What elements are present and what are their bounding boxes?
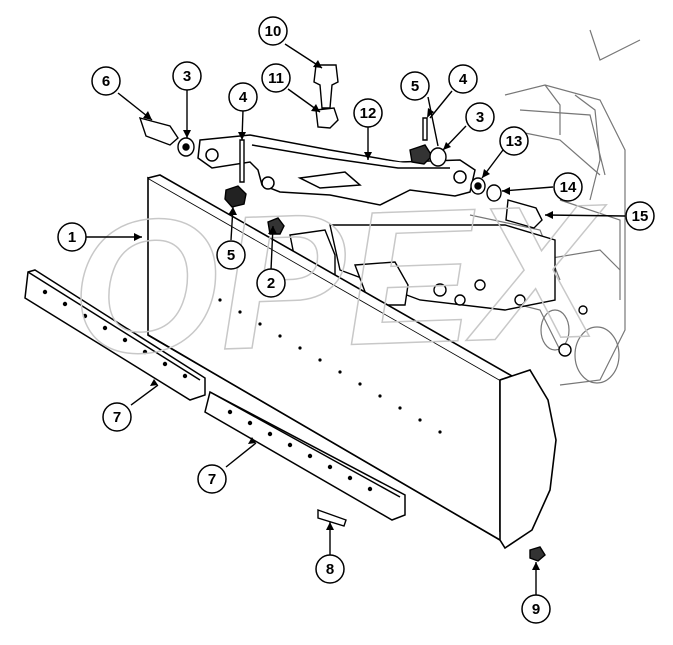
callout-9: 9 — [521, 594, 551, 624]
nut-part-11 — [315, 107, 339, 129]
callout-14: 14 — [553, 172, 583, 202]
svg-text:5: 5 — [227, 247, 235, 264]
callout-2: 2 — [256, 268, 286, 298]
svg-text:9: 9 — [532, 601, 540, 618]
svg-text:4: 4 — [459, 71, 468, 88]
callout-8: 8 — [315, 554, 345, 584]
blade-bolt-holes — [218, 298, 442, 434]
opex-watermark: OPEX — [67, 164, 614, 396]
washer-part-3-right — [429, 147, 447, 167]
svg-text:7: 7 — [208, 471, 216, 488]
watermark-text: OPEX — [68, 165, 613, 396]
svg-text:3: 3 — [476, 109, 484, 126]
cutting-edge-right — [204, 390, 406, 521]
pin-part-15 — [505, 199, 543, 229]
bolt-part-8 — [317, 509, 347, 527]
svg-text:15: 15 — [632, 208, 649, 225]
svg-text:4: 4 — [239, 89, 248, 106]
callout-6: 6 — [91, 66, 121, 96]
nut-part-5-left — [224, 185, 247, 208]
nut-part-5-right — [409, 144, 433, 165]
callout-10: 10 — [258, 16, 288, 46]
callout-3-right: 3 — [465, 102, 495, 132]
nut-part-9 — [529, 546, 546, 562]
svg-text:5: 5 — [411, 78, 419, 95]
bolt-part-10 — [313, 64, 339, 109]
callout-5-left: 5 — [216, 240, 246, 270]
svg-text:2: 2 — [267, 275, 275, 292]
callout-1: 1 — [57, 222, 87, 252]
svg-text:6: 6 — [102, 73, 110, 90]
svg-text:7: 7 — [113, 409, 121, 426]
svg-text:12: 12 — [360, 105, 377, 122]
callout-7-right: 7 — [197, 464, 227, 494]
cutting-edge-left — [24, 269, 206, 401]
svg-text:14: 14 — [560, 179, 577, 196]
washer-part-14 — [486, 184, 502, 202]
callout-11: 11 — [261, 63, 291, 93]
hardware-parts — [138, 64, 546, 562]
svg-text:10: 10 — [265, 23, 282, 40]
callout-4-left: 4 — [228, 82, 258, 112]
pin-part-6 — [138, 116, 179, 146]
bolt-part-4-right — [422, 117, 428, 141]
callout-13: 13 — [499, 126, 529, 156]
callout-3-left: 3 — [172, 61, 202, 91]
cutting-edge-holes — [42, 289, 373, 492]
leader-arrowheads — [134, 60, 553, 570]
callout-4-right: 4 — [448, 64, 478, 94]
callout-15: 15 — [625, 201, 655, 231]
svg-text:1: 1 — [68, 229, 76, 246]
bolt-part-4-left — [239, 139, 245, 183]
callout-7-left: 7 — [102, 402, 132, 432]
callout-5-right: 5 — [400, 71, 430, 101]
svg-text:13: 13 — [506, 133, 523, 150]
svg-text:8: 8 — [326, 561, 334, 578]
svg-text:11: 11 — [268, 70, 284, 87]
callout-labels: 1 2 3 3 4 4 5 5 6 7 7 8 9 10 11 12 13 14… — [57, 16, 655, 624]
callout-12: 12 — [353, 98, 383, 128]
svg-text:3: 3 — [183, 68, 191, 85]
